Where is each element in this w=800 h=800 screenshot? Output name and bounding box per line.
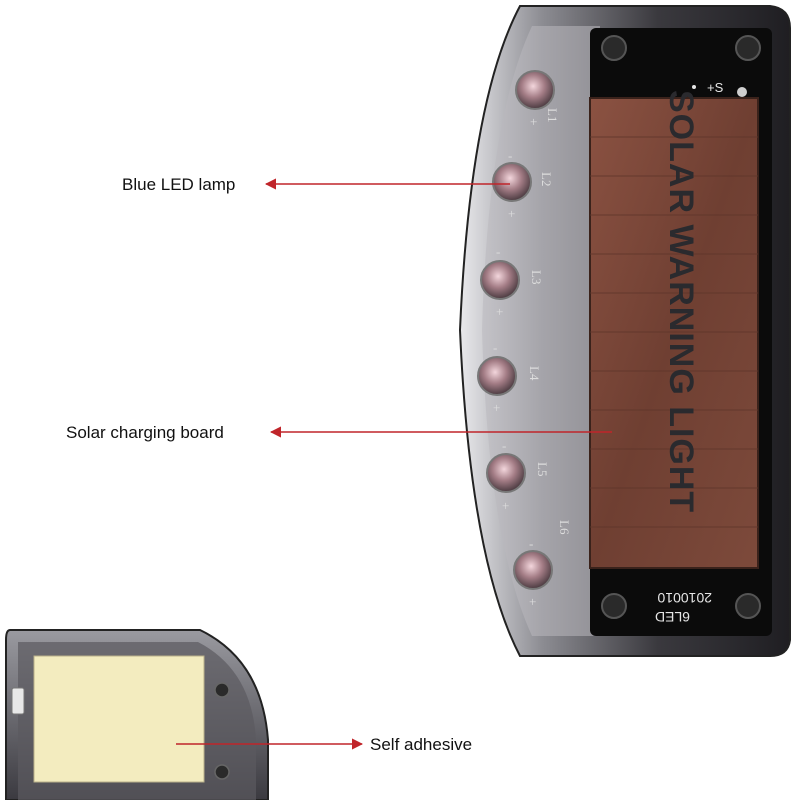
mounting-screws	[601, 35, 761, 619]
led-minus: -	[496, 244, 500, 259]
pcb-polarity: +S	[707, 80, 724, 95]
led-l4: L4 - +	[477, 340, 542, 415]
small-screw	[214, 764, 230, 780]
small-switch	[11, 687, 25, 715]
label-solar-board: Solar charging board	[66, 423, 224, 442]
led-l6: L6 - +	[513, 520, 572, 609]
led-minus: -	[529, 536, 533, 551]
led-l5: L5 - +	[486, 438, 550, 513]
adhesive-pad	[33, 655, 205, 783]
led-minus: -	[502, 438, 506, 453]
led-label: L3	[529, 270, 544, 284]
pcb-pad	[737, 87, 747, 97]
pcb-code: 2010010	[657, 590, 712, 606]
led-plus: +	[529, 594, 536, 609]
pcb-model: 6LED	[655, 609, 690, 625]
led-label: L5	[535, 462, 550, 476]
led-plus: +	[502, 498, 509, 513]
led-label: L1	[545, 108, 560, 122]
led-plus: +	[530, 114, 537, 129]
solar-cell-grid	[590, 136, 758, 528]
label-blue-led: Blue LED lamp	[122, 175, 235, 194]
led-array: L1 + L2 - + L3 - + L4 - +	[477, 70, 572, 609]
led-plus: +	[508, 206, 515, 221]
callout-arrows	[176, 178, 612, 750]
led-plus: +	[493, 400, 500, 415]
main-device: SOLAR WARNING LIGHT +S 2010010 6LED L1 +…	[458, 5, 791, 657]
led-label: L2	[539, 172, 554, 186]
led-l2: L2 - +	[492, 148, 554, 221]
led-label: L6	[557, 520, 572, 535]
led-minus: -	[508, 148, 512, 163]
led-label: L4	[527, 366, 542, 381]
led-plus: +	[496, 304, 503, 319]
small-device	[5, 629, 269, 800]
pcb-dot	[692, 85, 696, 89]
led-l1: L1 +	[515, 70, 560, 129]
led-minus: -	[493, 340, 497, 355]
panel-title: SOLAR WARNING LIGHT	[662, 90, 700, 513]
small-screw	[214, 682, 230, 698]
label-self-adhesive: Self adhesive	[370, 735, 472, 754]
led-l3: L3 - +	[480, 244, 544, 319]
